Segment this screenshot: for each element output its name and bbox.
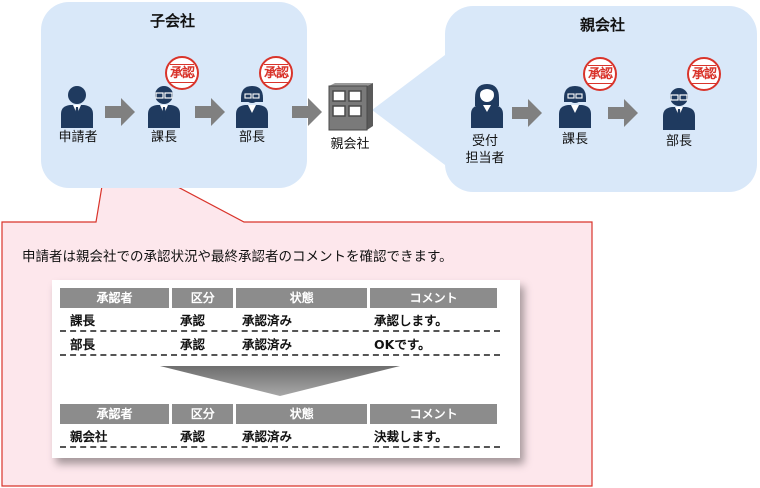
right-arrow-icon bbox=[512, 99, 542, 127]
receptionist-person-icon bbox=[471, 84, 503, 128]
down-arrow-icon bbox=[160, 366, 400, 396]
parent-building-label: 親会社 bbox=[330, 137, 370, 152]
table-header: 承認者 区分 状態 コメント bbox=[60, 404, 500, 424]
right-arrow-icon bbox=[292, 98, 322, 126]
parent-department-head-person-icon bbox=[663, 88, 695, 130]
applicant-person-icon bbox=[61, 86, 93, 128]
parent-company-title: 親会社 bbox=[580, 16, 626, 34]
right-arrow-icon bbox=[195, 98, 225, 126]
connection-beam bbox=[372, 55, 445, 165]
child-company-title: 子会社 bbox=[150, 12, 196, 30]
callout-text: 申請者は親会社での承認状況や最終承認者のコメントを確認できます。 bbox=[22, 249, 453, 265]
parent-section-chief-person-icon bbox=[559, 86, 591, 128]
approval-stamp-icon: 承認 bbox=[687, 57, 721, 91]
table-row: 課長 承認 承認済み 承認します。 bbox=[60, 308, 500, 332]
approval-stamp-icon: 承認 bbox=[259, 56, 293, 90]
child-section-chief-person-icon bbox=[148, 86, 180, 128]
approval-table-after: 承認者 区分 状態 コメント 親会社 承認 承認済み 決裁します。 bbox=[60, 404, 500, 448]
table-row: 親会社 承認 承認済み 決裁します。 bbox=[60, 424, 500, 448]
table-row: 部長 承認 承認済み OKです。 bbox=[60, 332, 500, 356]
parent-section-chief-label: 課長 bbox=[561, 132, 588, 147]
receptionist-label: 受付 担当者 bbox=[465, 134, 505, 166]
applicant-label: 申請者 bbox=[58, 130, 98, 145]
approval-table-before: 承認者 区分 状態 コメント 課長 承認 承認済み 承認します。 部長 承認 承… bbox=[60, 288, 500, 356]
child-department-head-person-icon bbox=[236, 86, 268, 128]
right-arrow-icon bbox=[105, 98, 135, 126]
table-header: 承認者 区分 状態 コメント bbox=[60, 288, 500, 308]
approval-status-table-card: 承認者 区分 状態 コメント 課長 承認 承認済み 承認します。 部長 承認 承… bbox=[52, 280, 520, 458]
child-section-chief-label: 課長 bbox=[150, 130, 177, 145]
child-department-head-label: 部長 bbox=[238, 130, 265, 145]
parent-department-head-label: 部長 bbox=[665, 134, 692, 149]
approval-stamp-icon: 承認 bbox=[583, 57, 617, 91]
approval-stamp-icon: 承認 bbox=[165, 56, 199, 90]
right-arrow-icon bbox=[608, 99, 638, 127]
building-icon bbox=[328, 83, 373, 131]
